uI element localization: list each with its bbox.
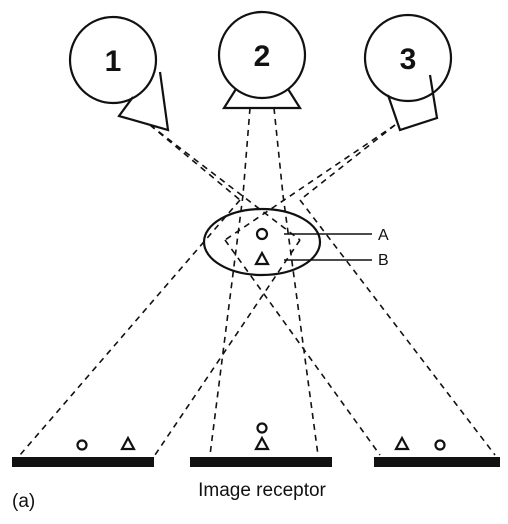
label-a: A xyxy=(378,227,389,244)
label-b: B xyxy=(378,252,389,269)
center-image-circle xyxy=(256,422,268,434)
receptor-caption: Image receptor xyxy=(198,480,326,501)
tube-2-label: 2 xyxy=(254,40,271,73)
tube-1-collimator xyxy=(117,71,170,132)
receptor-plate-center xyxy=(190,457,332,467)
object-triangle-marker xyxy=(254,250,270,266)
left-image-circle xyxy=(76,439,88,451)
left-image-triangle xyxy=(120,435,136,451)
beam-lines-lower xyxy=(19,194,496,456)
tube-1-housing xyxy=(68,15,158,105)
figure-label: (a) xyxy=(12,491,35,512)
tube-3-housing xyxy=(363,13,453,103)
x-ray-tube-3: 3 xyxy=(363,13,453,132)
right-image-circle xyxy=(434,439,446,451)
right-image-triangle xyxy=(394,435,410,451)
x-ray-tube-2: 2 xyxy=(217,10,307,110)
tube-3-collimator xyxy=(386,74,439,132)
tube-3-label: 3 xyxy=(400,43,417,76)
tube-2-housing xyxy=(217,10,307,100)
center-image-triangle xyxy=(254,435,270,451)
tube-1-label: 1 xyxy=(105,45,122,78)
beam-lines-upper xyxy=(149,107,396,241)
receptor-plate-left xyxy=(12,457,154,467)
x-ray-tube-1: 1 xyxy=(68,15,170,132)
tube-2-collimator xyxy=(222,88,302,110)
object-circle-marker xyxy=(255,227,269,241)
receptor-plate-right xyxy=(374,457,500,467)
